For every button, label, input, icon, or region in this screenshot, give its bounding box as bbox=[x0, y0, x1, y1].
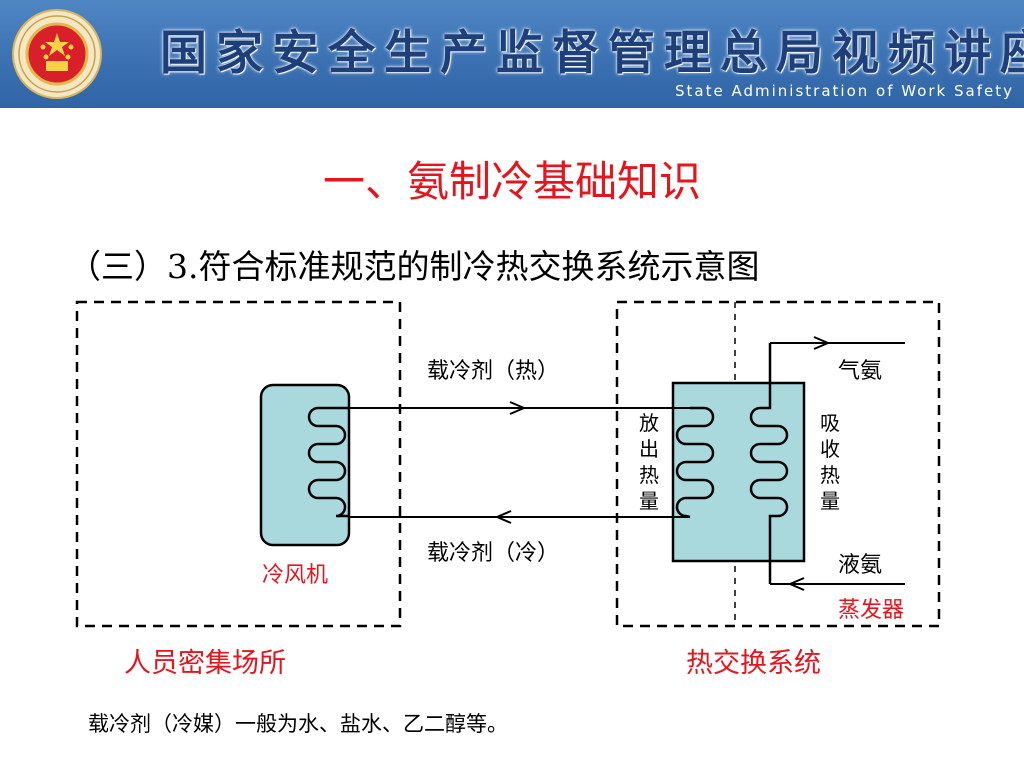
header-title: 国家安全生产监督管理总局视频讲座 bbox=[160, 26, 1024, 81]
slide-subtitle: （三）3.符合标准规范的制冷热交换系统示意图 bbox=[68, 247, 760, 286]
personnel-area-label: 人员密集场所 bbox=[124, 648, 286, 679]
header-subtitle: State Administration of Work Safety bbox=[675, 82, 1014, 100]
absorb-heat-char-3: 热 bbox=[820, 463, 840, 487]
absorb-heat-char-2: 收 bbox=[820, 437, 840, 461]
footnote: 载冷剂（冷媒）一般为水、盐水、乙二醇等。 bbox=[88, 712, 508, 736]
release-side-coil bbox=[675, 406, 715, 519]
slide-title: 一、氨制冷基础知识 bbox=[322, 157, 701, 206]
air-cooler-label: 冷风机 bbox=[262, 563, 328, 588]
release-heat-char-4: 量 bbox=[639, 489, 659, 513]
liquid-ammonia-label: 液氨 bbox=[838, 553, 882, 578]
air-cooler-coil bbox=[307, 406, 350, 518]
cold-refrigerant-label: 载冷剂（冷） bbox=[427, 541, 559, 566]
header-banner: 国家安全生产监督管理总局视频讲座 State Administration of… bbox=[0, 0, 1024, 108]
absorb-heat-char-4: 量 bbox=[820, 489, 840, 513]
evaporator-label: 蒸发器 bbox=[838, 598, 904, 623]
gas-ammonia-label: 气氨 bbox=[838, 359, 882, 384]
release-heat-char-3: 热 bbox=[639, 463, 659, 487]
ammonia-side-coil bbox=[749, 343, 789, 584]
personnel-area-boundary bbox=[75, 300, 402, 628]
heat-exchange-system-label: 热交换系统 bbox=[686, 648, 821, 679]
absorb-heat-char-1: 吸 bbox=[820, 411, 840, 435]
hot-refrigerant-label: 载冷剂（热） bbox=[427, 359, 559, 384]
national-emblem-icon bbox=[12, 9, 102, 99]
release-heat-char-2: 出 bbox=[639, 437, 659, 461]
heat-exchanger-unit bbox=[671, 381, 806, 563]
release-heat-char-1: 放 bbox=[639, 411, 659, 435]
heat-exchange-boundary bbox=[615, 300, 941, 628]
